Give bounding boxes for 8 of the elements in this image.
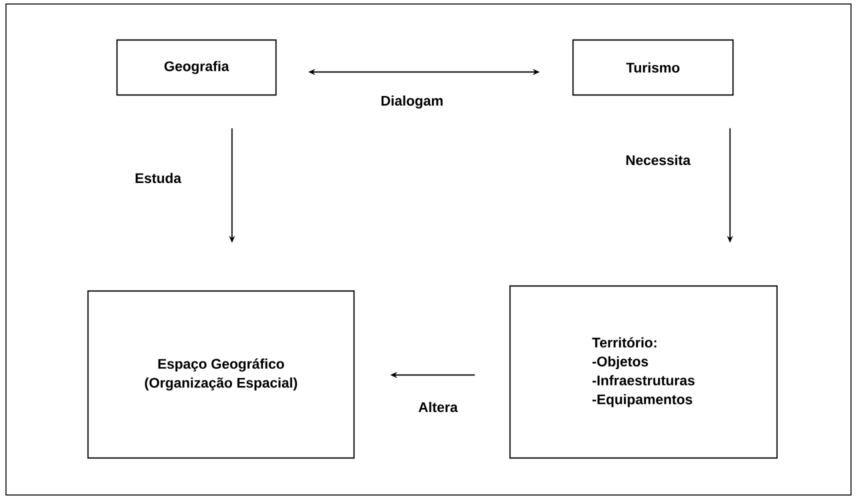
text-box: Território: -Objetos -Infraestruturas -Equipamentos: [509, 285, 778, 459]
edge-label: Dialogam: [380, 94, 444, 110]
edge-label: Necessita: [624, 154, 692, 166]
text-box: Geografia: [116, 39, 277, 96]
edge-label: Estuda: [134, 172, 182, 184]
text-box: Espaço Geográfico (Organização Espacial): [87, 290, 355, 459]
edge-label: Altera: [417, 400, 459, 414]
text-box: Turismo: [572, 39, 734, 96]
